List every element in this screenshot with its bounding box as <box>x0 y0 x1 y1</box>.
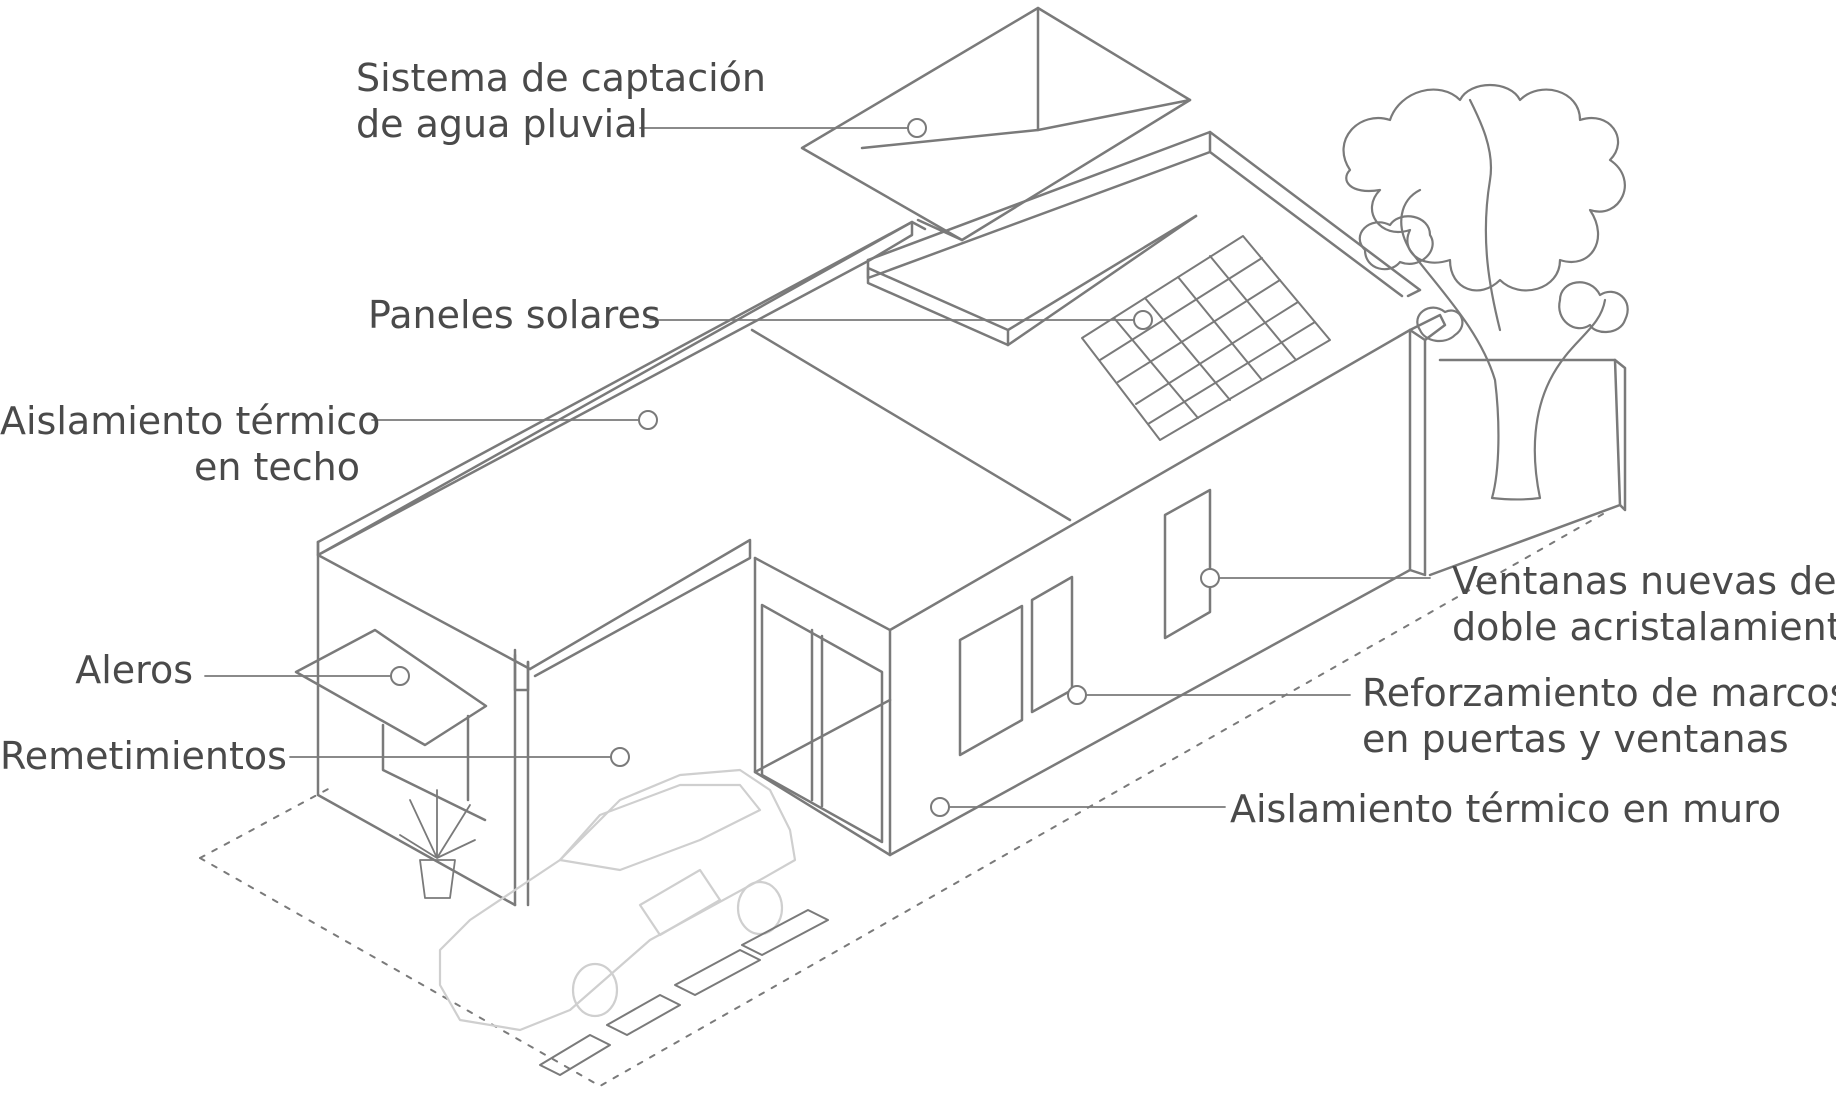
label-solar-panels: Paneles solares <box>368 292 661 338</box>
label-setbacks: Remetimientos <box>0 733 287 779</box>
label-wall-insulation-line1: Aislamiento térmico en muro <box>1230 787 1782 831</box>
plant-icon <box>399 789 476 899</box>
label-frames: Reforzamiento de marcos en puertas y ven… <box>1362 670 1836 762</box>
label-frames-line2: en puertas y ventanas <box>1362 717 1789 761</box>
label-solar-line1: Paneles solares <box>368 293 661 337</box>
leader-markers <box>390 118 1220 817</box>
garage-door <box>760 603 884 844</box>
leader-lines <box>204 127 1431 808</box>
label-windows-line1: Ventanas nuevas de <box>1452 559 1836 603</box>
solar-panel-array <box>1081 235 1331 441</box>
label-frames-line1: Reforzamiento de marcos <box>1362 671 1836 715</box>
windows <box>958 488 1212 757</box>
label-windows-line2: doble acristalamiento <box>1452 605 1836 649</box>
label-roof-insulation: Aislamiento térmico en techo <box>0 398 381 490</box>
label-eaves-line1: Aleros <box>75 648 193 692</box>
walls <box>316 313 1627 907</box>
rainwater-tank <box>800 6 1192 242</box>
label-wall-insulation: Aislamiento térmico en muro <box>1230 786 1781 832</box>
eave-awning <box>294 628 488 822</box>
label-setbacks-line1: Remetimientos <box>0 734 287 778</box>
label-roof-insulation-line2: en techo <box>193 445 360 489</box>
tree-icon <box>1342 83 1629 501</box>
label-rainwater-line2: de agua pluvial <box>356 102 649 146</box>
roof-parapet <box>316 130 1422 671</box>
label-roof-insulation-line1: Aislamiento térmico <box>0 399 381 443</box>
paving-stones <box>539 909 829 1076</box>
lot-outline <box>199 509 1611 1087</box>
car-icon <box>438 768 797 1032</box>
label-rainwater-system: Sistema de captación de agua pluvial <box>356 55 766 147</box>
label-eaves: Aleros <box>0 647 193 693</box>
label-rainwater-line1: Sistema de captación <box>356 56 766 100</box>
label-windows: Ventanas nuevas de doble acristalamiento <box>1452 558 1836 650</box>
